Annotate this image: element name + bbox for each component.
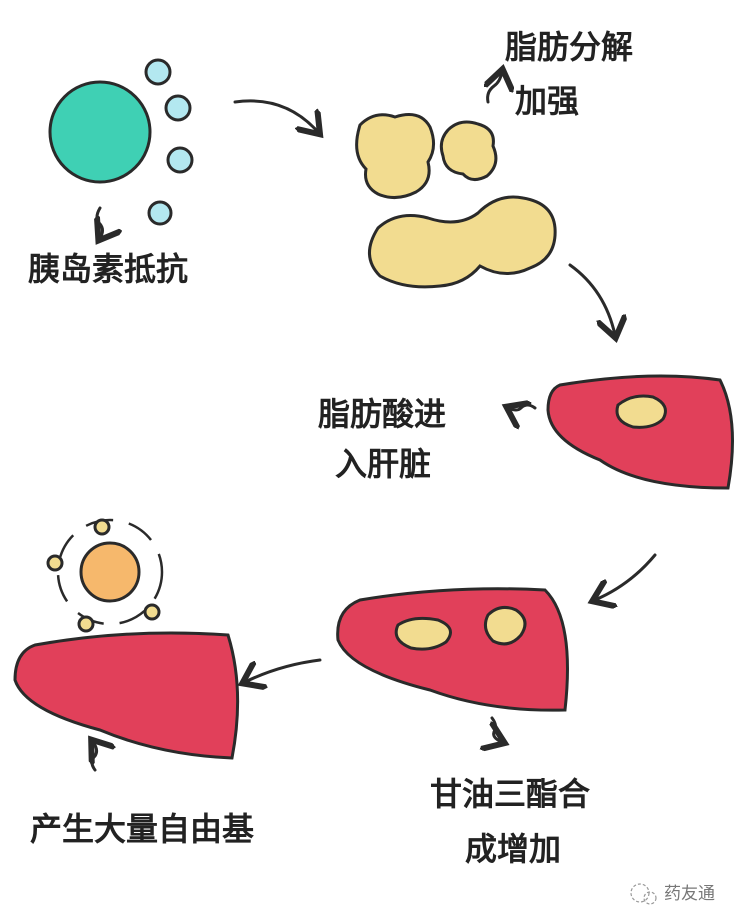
watermark: 药友通 [630, 883, 715, 905]
label-free-radicals: 产生大量自由基 [30, 810, 254, 848]
small-arrow-icon [509, 405, 537, 410]
small-arrow-icon [488, 72, 502, 104]
watermark-text: 药友通 [664, 884, 715, 904]
small-arrow-icon [92, 742, 97, 772]
flow-arrow-4 [245, 658, 322, 682]
liver-1 [546, 374, 734, 490]
flow-arrow-3 [595, 553, 657, 600]
label-triglyceride-1: 甘油三酯合 [430, 775, 590, 813]
label-fatty-acid-1: 脂肪酸进 [318, 395, 446, 433]
liver-2 [336, 587, 569, 712]
label-fatty-acid-2: 入肝脏 [335, 445, 431, 483]
label-insulin-resistance: 胰岛素抵抗 [28, 250, 188, 288]
label-lipolysis-1: 脂肪分解 [505, 28, 633, 66]
flow-arrow-2 [568, 263, 615, 335]
label-lipolysis-2: 加强 [515, 82, 579, 120]
small-arrow-icon [492, 716, 502, 742]
label-triglyceride-2: 成增加 [465, 830, 561, 868]
free-radical [46, 518, 164, 633]
flow-arrow-1 [233, 99, 318, 132]
insulin-resistance-cell [48, 58, 194, 226]
fat-cells [355, 113, 557, 289]
small-arrow-icon [97, 206, 103, 238]
liver-3 [13, 631, 240, 760]
